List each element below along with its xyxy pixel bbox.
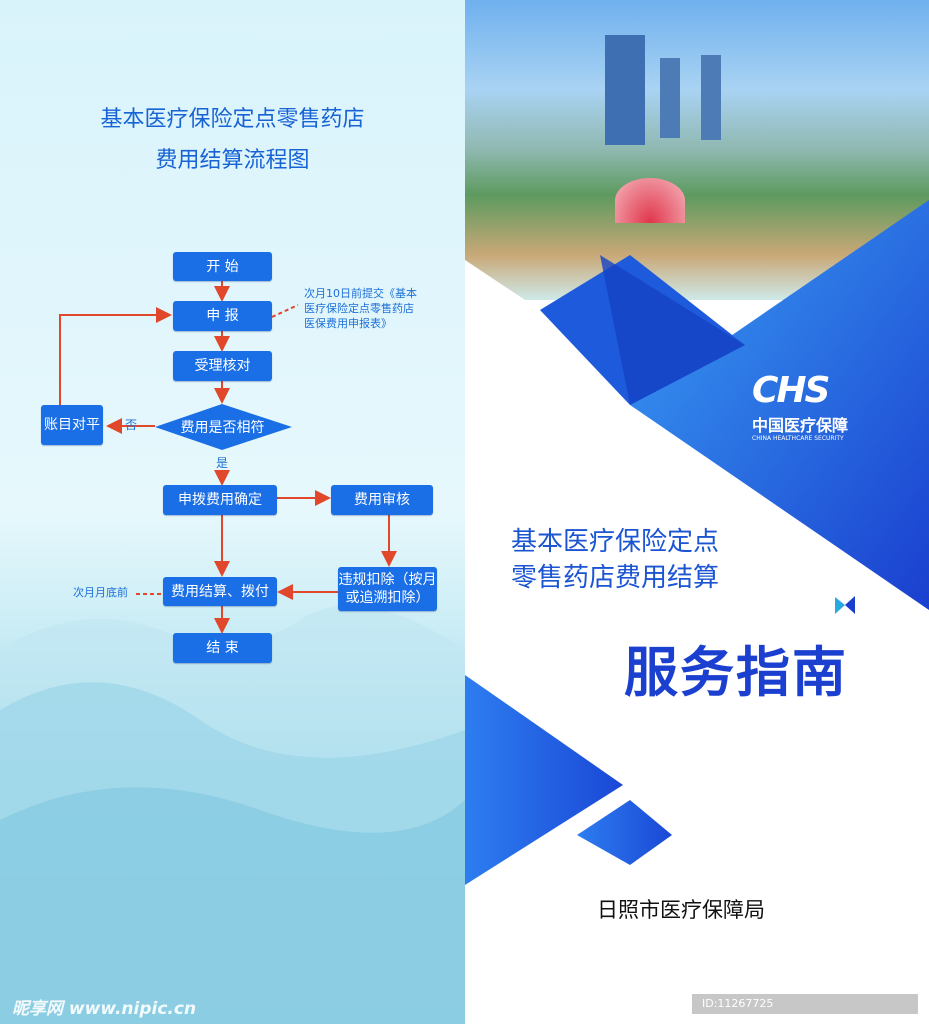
mountain-background bbox=[0, 605, 465, 1024]
cover-title-line1: 基本医疗保险定点 bbox=[511, 527, 720, 557]
headline: 服务指南 bbox=[624, 641, 848, 704]
flow-reconcile: 账目对平 bbox=[41, 405, 103, 445]
report-note: 次月10日前提交《基本 医疗保险定点零售药店 医保费用申报表》 bbox=[304, 286, 417, 331]
cover-panel: CHS 中国医疗保障 CHINA HEALTHCARE SECURITY bbox=[465, 0, 929, 1024]
image-id: ID:11267725 NO:20230626105516956101 bbox=[692, 994, 918, 1030]
tower bbox=[660, 58, 680, 138]
logo-en: CHINA HEALTHCARE SECURITY bbox=[752, 435, 844, 442]
chs-logo: CHS bbox=[752, 370, 830, 411]
watermark-logo: 昵享网 www.nipic.cn bbox=[12, 999, 197, 1019]
report-note-line: 医疗保险定点零售药店 bbox=[304, 302, 414, 315]
logo-cn: 中国医疗保障 bbox=[752, 416, 849, 435]
circus-tent bbox=[615, 178, 685, 223]
flow-audit: 费用审核 bbox=[331, 485, 433, 515]
flow-end: 结 束 bbox=[173, 633, 272, 663]
flow-start: 开 始 bbox=[173, 252, 272, 281]
flowchart-title-line2: 费用结算流程图 bbox=[155, 148, 310, 173]
decorative-triangles bbox=[465, 200, 929, 885]
tower bbox=[701, 55, 721, 140]
yes-label: 是 bbox=[216, 456, 229, 470]
flow-report: 申 报 bbox=[173, 301, 272, 331]
flow-verify: 受理核对 bbox=[173, 351, 272, 381]
deduct-line1: 违规扣除（按月 bbox=[338, 572, 437, 588]
decision-diamond bbox=[155, 404, 292, 450]
flow-confirm: 申拨费用确定 bbox=[163, 485, 277, 515]
flowchart-panel: 基本医疗保险定点零售药店 费用结算流程图 开 始 申 报 受理核对 费用是否相符… bbox=[0, 0, 465, 1024]
deduct-line2: 或追溯扣除） bbox=[345, 590, 430, 606]
organization: 日照市医疗保障局 bbox=[597, 898, 765, 922]
flow-arrows bbox=[59, 281, 397, 634]
flowchart-title-line1: 基本医疗保险定点零售药店 bbox=[100, 107, 365, 132]
flow-settle: 费用结算、拨付 bbox=[163, 577, 277, 606]
tower bbox=[605, 35, 645, 145]
city-photo bbox=[465, 0, 929, 300]
no-label: 否 bbox=[125, 418, 138, 432]
cover-title: 基本医疗保险定点 零售药店费用结算 bbox=[511, 524, 719, 596]
settle-note: 次月月底前 bbox=[73, 586, 128, 599]
flow-deduct: 违规扣除（按月 或追溯扣除） bbox=[338, 567, 437, 611]
flow-decision: 费用是否相符 bbox=[180, 420, 265, 436]
report-note-line: 次月10日前提交《基本 bbox=[304, 287, 417, 300]
cover-title-line2: 零售药店费用结算 bbox=[511, 563, 720, 593]
report-note-line: 医保费用申报表》 bbox=[304, 317, 392, 330]
